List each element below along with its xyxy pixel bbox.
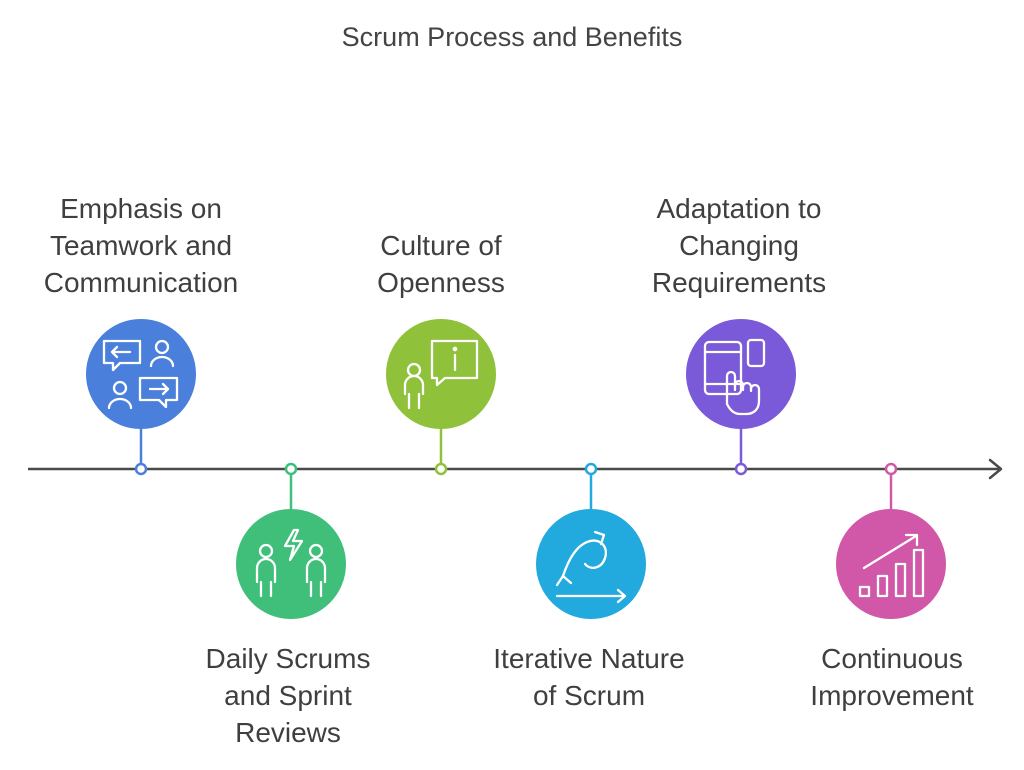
label-line: Openness: [377, 267, 505, 298]
milestone-iterative: [536, 462, 646, 619]
label-line: Improvement: [810, 680, 974, 711]
label-line: Iterative Nature: [493, 643, 685, 674]
label-line: Changing: [679, 230, 799, 261]
label-line: of Scrum: [532, 680, 646, 711]
milestone-openness: [386, 319, 496, 476]
person-info-icon: [403, 339, 479, 410]
label-line: Requirements: [651, 267, 827, 298]
diagram-title: Scrum Process and Benefits: [341, 22, 683, 52]
milestone-adaptation: [686, 319, 796, 476]
label-iterative: Iterative Nature of Scrum: [459, 640, 719, 714]
label-line: Communication: [43, 267, 239, 298]
marker-teamwork: [134, 462, 148, 476]
marker-improvement: [884, 462, 898, 476]
label-line: and Sprint: [224, 680, 352, 711]
label-teamwork: Emphasis on Teamwork and Communication: [11, 190, 271, 301]
people-lightning-icon: [255, 528, 327, 598]
label-line: Emphasis on: [60, 193, 222, 224]
chat-people-icon: [102, 339, 179, 410]
devices-hand-icon: [703, 338, 766, 416]
badge-daily-scrums: [236, 509, 346, 619]
milestone-improvement: [836, 462, 946, 619]
label-line: Culture of: [380, 230, 502, 261]
growth-chart-icon: [858, 533, 925, 598]
axis-arrow-icon: [988, 458, 1003, 480]
marker-iterative: [584, 462, 598, 476]
marker-daily-scrums: [284, 462, 298, 476]
loop-arrow-icon: [555, 530, 627, 604]
marker-adaptation: [734, 462, 748, 476]
label-line: Adaptation to: [656, 193, 822, 224]
marker-openness: [434, 462, 448, 476]
label-line: Teamwork and: [49, 230, 233, 261]
label-openness: Culture of Openness: [311, 227, 571, 301]
label-improvement: Continuous Improvement: [762, 640, 1022, 714]
badge-iterative: [536, 509, 646, 619]
label-line: Daily Scrums: [205, 643, 371, 674]
badge-teamwork: [86, 319, 196, 429]
label-line: Reviews: [235, 717, 341, 748]
badge-openness: [386, 319, 496, 429]
milestone-daily-scrums: [236, 462, 346, 619]
milestone-teamwork: [86, 319, 196, 476]
label-daily-scrums: Daily Scrums and Sprint Reviews: [158, 640, 418, 751]
label-adaptation: Adaptation to Changing Requirements: [609, 190, 869, 301]
badge-improvement: [836, 509, 946, 619]
label-line: Continuous: [821, 643, 963, 674]
